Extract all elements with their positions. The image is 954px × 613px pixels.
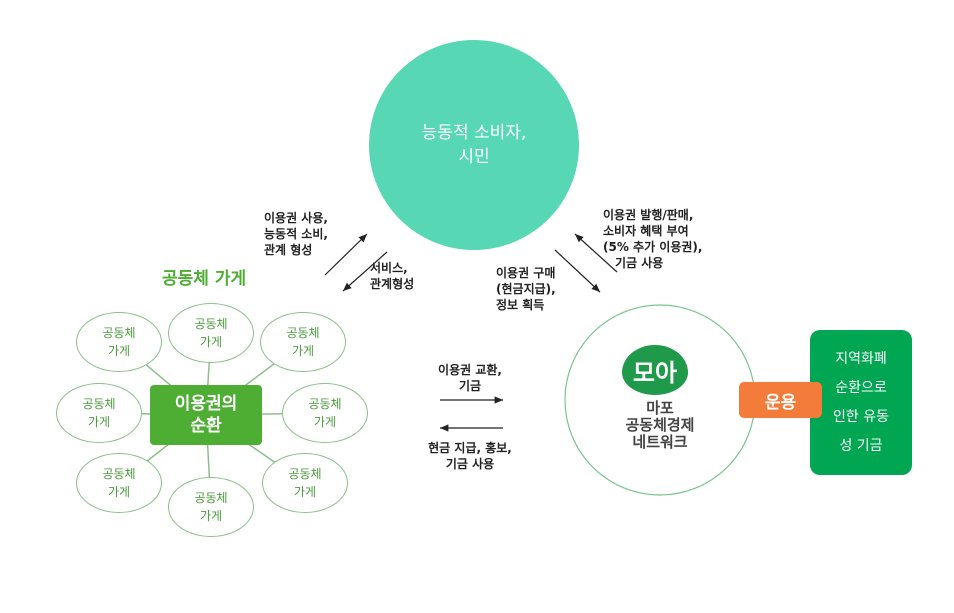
label-line: 이용권 교환, xyxy=(438,363,502,377)
stores-title: 공동체 가게 xyxy=(162,269,247,289)
store-node: 공동체 가게 xyxy=(56,383,142,443)
store-node: 공동체 가게 xyxy=(262,453,348,513)
store-node: 공동체 가게 xyxy=(168,303,254,363)
consumer-label-2: 시민 xyxy=(458,147,490,167)
logo-text: 모아 xyxy=(632,358,678,387)
arrow-consumer-to-store xyxy=(342,251,388,292)
label-line: 능동적 소비, xyxy=(264,227,328,241)
label-line: 관계 형성 xyxy=(264,243,313,257)
label-line: 기금 사용 xyxy=(445,457,495,471)
network-to-consumer-label: 이용권 발행/판매, 소비자 혜택 부여 (5% 추가 이용권), 기금 사용 xyxy=(603,207,702,271)
arrow-network-to-consumer xyxy=(574,233,618,273)
center-label-line: 순환 xyxy=(190,416,222,436)
fund-line: 인한 유동 xyxy=(833,408,889,425)
fund-line: 성 기금 xyxy=(839,437,883,454)
store-to-network-label: 이용권 교환, 기금 xyxy=(420,362,520,394)
store-node: 공동체 가게 xyxy=(76,453,162,513)
label-line: 기금 사용 xyxy=(615,256,664,270)
label-line: 소비자 혜택 부여 xyxy=(603,224,689,238)
store-node: 공동체 가게 xyxy=(168,477,254,537)
operation-label: 운용 xyxy=(764,392,797,413)
voucher-circulation-box: 이용권의 순환 xyxy=(150,385,262,445)
label-line: 서비스, xyxy=(370,261,408,275)
consumer-to-network-label: 이용권 구매 (현금지급), 정보 획득 xyxy=(496,265,556,313)
fund-line: 지역화폐 xyxy=(835,350,887,367)
consumer-to-store-label: 서비스, 관계형성 xyxy=(370,260,414,292)
store-node: 공동체 가게 xyxy=(282,383,368,443)
network-name-line: 마포 xyxy=(646,399,674,417)
center-label-line: 이용권의 xyxy=(174,394,238,414)
moa-logo: 모아 xyxy=(622,345,688,395)
network-name: 마포 공동체경제 네트워크 xyxy=(600,400,720,451)
label-line: (현금지급), xyxy=(496,282,556,296)
label-line: 관계형성 xyxy=(370,277,415,291)
label-line: 이용권 발행/판매, xyxy=(603,208,694,222)
arrow-store-to-consumer xyxy=(324,233,368,276)
store-node: 공동체 가게 xyxy=(76,312,162,372)
label-line: 기금 xyxy=(458,379,482,393)
label-line: (5% 추가 이용권), xyxy=(603,240,703,254)
consumer-circle: 능동적 소비자, 시민 xyxy=(369,40,579,250)
network-name-line: 네트워크 xyxy=(632,433,688,451)
label-line: 이용권 구매 xyxy=(496,266,556,280)
network-to-store-label: 현금 지급, 홍보, 기금 사용 xyxy=(412,440,528,472)
label-line: 현금 지급, 홍보, xyxy=(428,441,512,455)
network-name-line: 공동체경제 xyxy=(625,416,695,434)
store-to-consumer-label: 이용권 사용, 능동적 소비, 관계 형성 xyxy=(264,210,328,258)
label-line: 정보 획득 xyxy=(496,298,545,312)
fund-line: 순환으로 xyxy=(835,379,887,396)
store-node: 공동체 가게 xyxy=(260,312,346,372)
consumer-label-1: 능동적 소비자, xyxy=(421,123,527,143)
label-line: 이용권 사용, xyxy=(264,211,328,225)
operation-box: 운용 xyxy=(739,382,822,418)
fund-box: 지역화폐 순환으로 인한 유동 성 기금 xyxy=(810,330,912,475)
arrow-consumer-to-network xyxy=(554,249,601,293)
